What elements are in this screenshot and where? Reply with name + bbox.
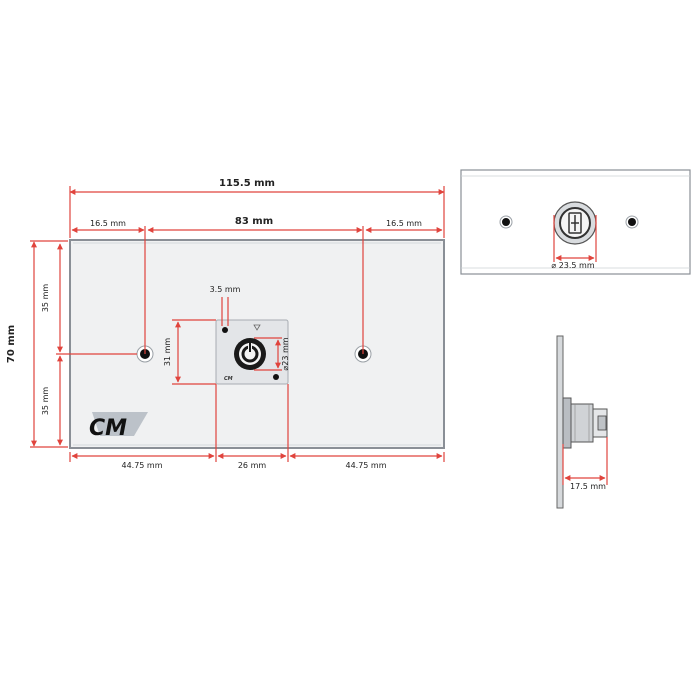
height-label: 70 mm xyxy=(6,325,17,363)
bottom-right-label: 44.75 mm xyxy=(345,461,386,470)
connector-diameter-label: ⌀23 mm xyxy=(281,337,290,370)
svg-text:CM: CM xyxy=(89,416,127,441)
width-label: 115.5 mm xyxy=(219,178,275,189)
top-view: ⌀ 23.5 mm xyxy=(460,169,691,275)
side-view: 17.5 mm xyxy=(556,335,608,509)
top-hole-right xyxy=(625,215,639,229)
bottom-center-label: 26 mm xyxy=(238,461,267,470)
front-view: CM CM 115.5 mm 16.5 mm 83 mm 16.5 mm 70 … xyxy=(6,178,445,470)
connector-module: CM xyxy=(215,319,289,385)
powercon-socket-icon xyxy=(234,338,266,370)
lower-half-label: 35 mm xyxy=(41,387,50,416)
connector-height-label: 31 mm xyxy=(163,338,172,367)
depth-label: 17.5 mm xyxy=(570,482,606,491)
cutout-diameter-label: ⌀ 23.5 mm xyxy=(551,261,595,270)
top-connector-icon xyxy=(553,201,597,245)
top-hole-left xyxy=(499,215,513,229)
svg-text:CM: CM xyxy=(224,376,233,382)
upper-half-label: 35 mm xyxy=(41,284,50,313)
left-margin-label: 16.5 mm xyxy=(90,219,126,228)
right-margin-label: 16.5 mm xyxy=(386,219,422,228)
cm-logo: CM xyxy=(89,412,148,441)
offset-label: 3.5 mm xyxy=(210,285,241,294)
hole-spacing-label: 83 mm xyxy=(235,216,273,227)
bottom-left-label: 44.75 mm xyxy=(121,461,162,470)
